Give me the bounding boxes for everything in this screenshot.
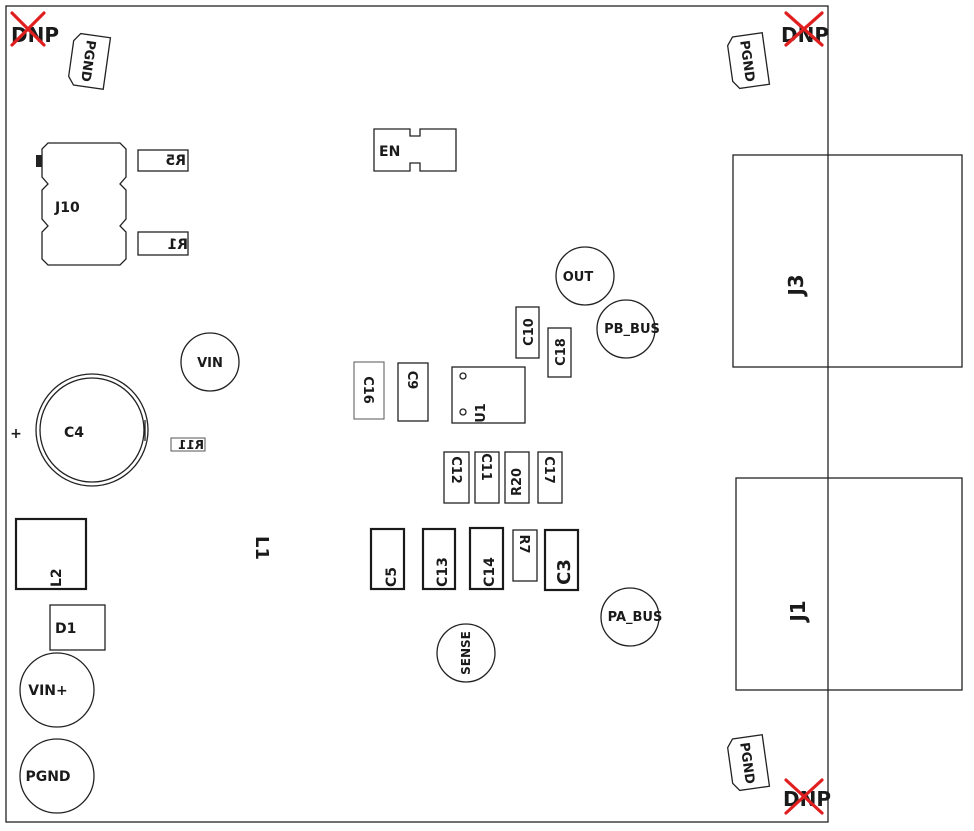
- c14-label: C14: [482, 557, 498, 587]
- r20-label: R20: [510, 468, 525, 496]
- j10-connector: J10: [36, 142, 127, 266]
- c9-capacitor: C9: [397, 362, 429, 422]
- pa-bus-label: PA_BUS: [608, 610, 663, 625]
- c5-capacitor: C5: [369, 527, 406, 591]
- r5-resistor: R5: [137, 149, 189, 172]
- pgnd-mount-label: PGND: [736, 741, 757, 785]
- l2-inductor: L2: [14, 517, 88, 591]
- en-jumper: EN: [373, 128, 457, 172]
- c4-polarity: +: [10, 426, 22, 442]
- out-label: OUT: [563, 270, 594, 285]
- pb-bus-testpoint: PB_BUS: [596, 299, 660, 359]
- en-label: EN: [379, 144, 400, 160]
- pgnd-pad: PGND: [19, 738, 95, 814]
- j1-label: J1: [786, 600, 810, 623]
- c18-capacitor: C18: [547, 327, 572, 378]
- c17-capacitor: C17: [537, 451, 563, 504]
- j10-label: J10: [54, 200, 80, 216]
- c4-label: C4: [64, 425, 84, 441]
- c3-label: C3: [554, 559, 575, 585]
- c5-label: C5: [384, 567, 400, 587]
- r20-resistor: R20: [504, 451, 530, 504]
- u1-label: U1: [474, 403, 489, 423]
- pgnd-mount-bottom-right: PGND: [726, 734, 771, 792]
- r7-label: R7: [516, 534, 531, 553]
- vin-plus-pad: VIN+: [19, 652, 95, 728]
- pgnd-pad-label: PGND: [25, 769, 70, 785]
- pb-bus-label: PB_BUS: [604, 322, 660, 337]
- c16-label: C16: [360, 376, 375, 404]
- j3-connector: J3: [732, 154, 963, 368]
- d1-label: D1: [55, 621, 76, 637]
- dnp-marker-bottom-right: DNP: [783, 778, 831, 815]
- r11-label: R11: [178, 438, 204, 452]
- d1-diode: D1: [49, 604, 106, 651]
- c17-label: C17: [541, 456, 556, 484]
- r7-resistor: R7: [512, 529, 538, 582]
- c13-label: C13: [435, 557, 451, 587]
- c4-capacitor: C4 +: [10, 373, 149, 487]
- r1-resistor: R1: [137, 231, 189, 256]
- c10-label: C10: [522, 318, 537, 346]
- pgnd-mount-top-left: PGND: [67, 32, 112, 90]
- pin1-marker: [36, 155, 42, 167]
- j1-connector: J1: [735, 477, 963, 691]
- r11-resistor: R11: [170, 437, 206, 452]
- u1-ic: U1: [451, 366, 526, 424]
- r5-label: R5: [165, 153, 186, 169]
- c14-capacitor: C14: [468, 526, 505, 591]
- pa-bus-testpoint: PA_BUS: [600, 587, 663, 647]
- c9-label: C9: [404, 371, 419, 390]
- vin-testpoint: VIN: [180, 332, 240, 392]
- board-outline: [5, 5, 829, 823]
- c12-label: C12: [448, 456, 463, 484]
- vin-plus-label: VIN+: [28, 683, 68, 699]
- l2-label: L2: [49, 568, 65, 587]
- vin-label: VIN: [197, 356, 223, 371]
- dnp-marker-top-left: DNP: [10, 11, 59, 47]
- pgnd-mount-label: PGND: [736, 39, 757, 83]
- l1-label: L1: [251, 536, 272, 560]
- c13-capacitor: C13: [421, 527, 457, 591]
- sense-label: SENSE: [459, 631, 473, 675]
- c11-capacitor: C11: [474, 451, 500, 504]
- r1-label: R1: [167, 237, 188, 253]
- c12-capacitor: C12: [443, 451, 470, 504]
- sense-testpoint: SENSE: [436, 623, 496, 683]
- pgnd-mount-top-right: PGND: [726, 32, 771, 90]
- c16-capacitor: C16: [353, 361, 385, 420]
- c10-capacitor: C10: [515, 306, 540, 359]
- pgnd-mount-label: PGND: [77, 39, 98, 83]
- out-testpoint: OUT: [555, 246, 615, 306]
- c11-label: C11: [478, 453, 493, 481]
- dnp-marker-top-right: DNP: [781, 11, 829, 47]
- j3-label: J3: [784, 274, 808, 297]
- c18-label: C18: [554, 338, 569, 366]
- c3-capacitor: C3: [543, 528, 580, 592]
